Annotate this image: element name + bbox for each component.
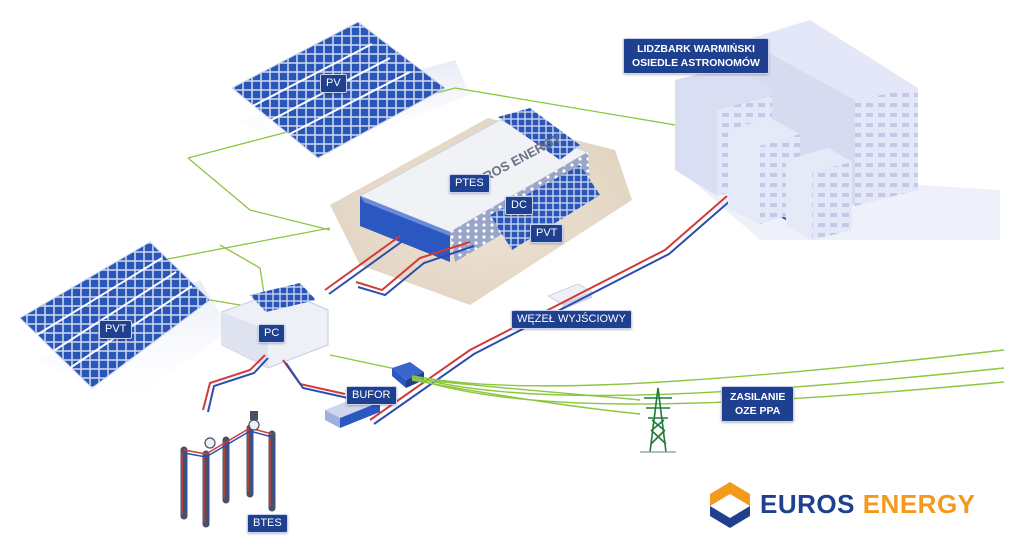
power-lines <box>411 349 1005 415</box>
label-bufor: BUFOR <box>346 386 397 405</box>
logo-word-energy: ENERGY <box>862 489 976 519</box>
power-pylon <box>640 387 676 453</box>
logo-word-euros: EUROS <box>760 489 855 519</box>
label-zasilanie-line2: OZE PPA <box>735 405 781 417</box>
pvt-field <box>19 241 211 389</box>
label-city-line2: OSIEDLE ASTRONOMÓW <box>632 57 760 69</box>
junction-box <box>392 362 424 388</box>
ptes-complex: EUROS ENERGY <box>330 108 632 305</box>
label-city: LIDZBARK WARMIŃSKI OSIEDLE ASTRONOMÓW <box>623 38 769 74</box>
label-wezel-wyjsciowy: WĘZEŁ WYJŚCIOWY <box>511 310 632 329</box>
label-btes: BTES <box>247 514 288 533</box>
btes-boreholes <box>180 411 276 528</box>
label-city-line1: LIDZBARK WARMIŃSKI <box>637 43 755 55</box>
label-pvt-field: PVT <box>99 320 133 339</box>
label-ptes: PTES <box>449 174 490 193</box>
city-buildings <box>675 20 918 240</box>
label-zasilanie: ZASILANIE OZE PPA <box>721 386 795 422</box>
label-dc: DC <box>505 196 533 215</box>
label-pvt-roof: PVT <box>530 224 564 243</box>
label-zasilanie-line1: ZASILANIE <box>730 391 786 403</box>
logo-text: EUROS ENERGY <box>760 489 976 520</box>
label-pv: PV <box>320 74 347 93</box>
euros-energy-logo: EUROS ENERGY <box>706 479 986 529</box>
euros-logo-mark <box>710 482 750 528</box>
label-pc: PC <box>258 324 286 343</box>
